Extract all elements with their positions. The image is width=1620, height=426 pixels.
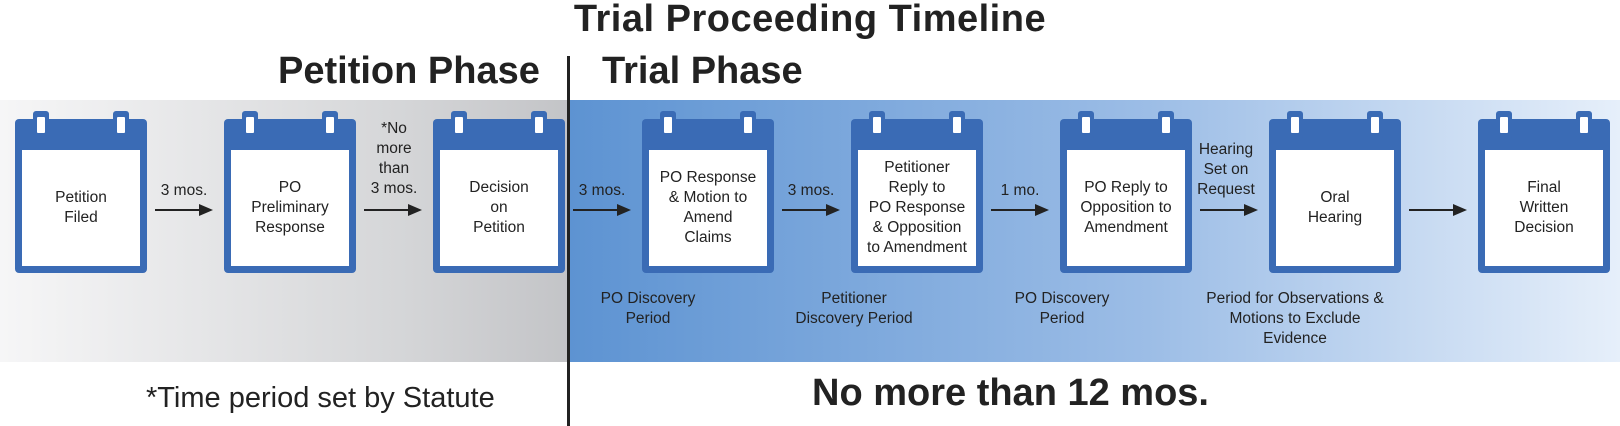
step-label: Petitioner Reply to PO Response & Opposi… [858,150,976,266]
period-label: Period for Observations & Motions to Exc… [1180,289,1410,349]
calendar-ring-icon [660,111,676,139]
step-petitioner-reply: Petitioner Reply to PO Response & Opposi… [851,119,983,273]
arrow-right-icon [573,203,631,217]
step-label: Petition Filed [22,150,140,266]
step-oral-hearing: Oral Hearing [1269,119,1401,273]
calendar-ring-icon [1367,111,1383,139]
arrow-right-icon [364,203,422,217]
petition-phase-label: Petition Phase [278,50,540,93]
phase-divider [567,56,570,426]
calendar-ring-icon [531,111,547,139]
calendar-ring-icon [1287,111,1303,139]
arrow-right-icon [1409,203,1467,217]
transition-label: 1 mo. [974,181,1066,201]
calendar-ring-icon [33,111,49,139]
period-label: PO Discovery Period [982,289,1142,329]
transition-label: 3 mos. [138,181,230,201]
calendar-ring-icon [949,111,965,139]
arrow-right-icon [782,203,840,217]
calendar-ring-icon [242,111,258,139]
calendar-ring-icon [1496,111,1512,139]
step-label: Oral Hearing [1276,150,1394,266]
step-decision-on-petition: Decision on Petition [433,119,565,273]
step-petition-filed: Petition Filed [15,119,147,273]
step-po-response-motion-to-amend: PO Response & Motion to Amend Claims [642,119,774,273]
arrow-right-icon [991,203,1049,217]
trial-phase-label: Trial Phase [602,50,803,93]
calendar-ring-icon [322,111,338,139]
calendar-ring-icon [740,111,756,139]
step-po-reply-to-opposition: PO Reply to Opposition to Amendment [1060,119,1192,273]
arrow-right-icon [1200,203,1258,217]
trial-limit-note: No more than 12 mos. [812,372,1209,415]
calendar-ring-icon [869,111,885,139]
step-label: Decision on Petition [440,150,558,266]
transition-label: Hearing Set on Request [1180,140,1272,200]
transition-label: *No more than 3 mos. [348,119,440,199]
step-po-preliminary-response: PO Preliminary Response [224,119,356,273]
calendar-ring-icon [1078,111,1094,139]
calendar-ring-icon [1576,111,1592,139]
arrow-right-icon [155,203,213,217]
period-label: PO Discovery Period [568,289,728,329]
calendar-ring-icon [1158,111,1174,139]
statute-footnote: *Time period set by Statute [146,382,495,415]
step-final-written-decision: Final Written Decision [1478,119,1610,273]
step-label: PO Reply to Opposition to Amendment [1067,150,1185,266]
calendar-ring-icon [451,111,467,139]
diagram-title: Trial Proceeding Timeline [0,0,1620,41]
calendar-ring-icon [113,111,129,139]
step-label: PO Response & Motion to Amend Claims [649,150,767,266]
step-label: PO Preliminary Response [231,150,349,266]
transition-label: 3 mos. [556,181,648,201]
period-label: Petitioner Discovery Period [773,289,935,329]
step-label: Final Written Decision [1485,150,1603,266]
transition-label: 3 mos. [765,181,857,201]
